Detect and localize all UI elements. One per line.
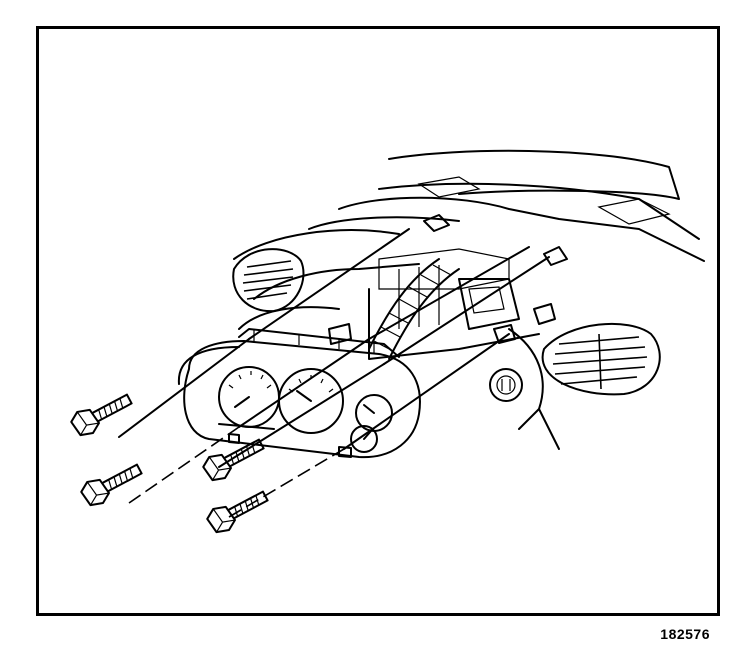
figure-id-label: 182576 [660, 626, 710, 642]
right-air-vent-icon [541, 322, 661, 396]
dashboard-panel-icon [233, 149, 705, 450]
bolt-icon-4 [206, 490, 269, 534]
bolt-icon-2 [80, 463, 143, 507]
bolt-icon-3 [202, 438, 265, 482]
cluster-removal-illustration [70, 149, 705, 534]
left-air-vent-icon [232, 248, 305, 313]
bolt-icon-1 [70, 393, 133, 437]
instrument-cluster-icon [177, 328, 421, 459]
bolt-guide-lines [118, 228, 550, 518]
illustration-frame [36, 26, 720, 616]
